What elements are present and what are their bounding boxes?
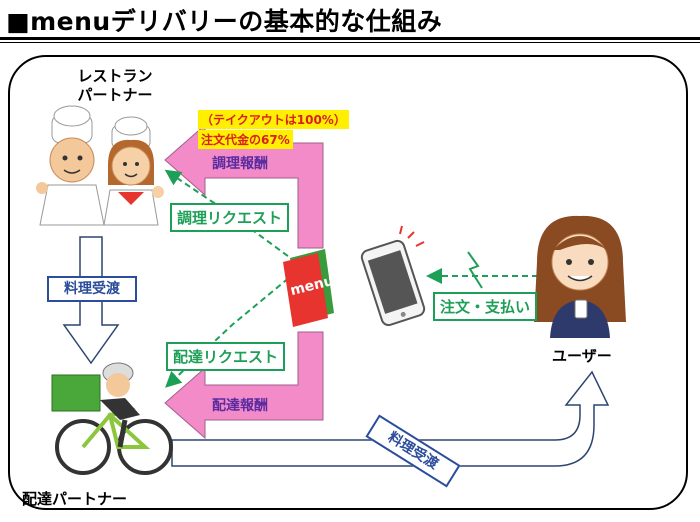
food-handoff-left-box: 料理受渡	[47, 276, 137, 302]
cook-request-line	[164, 169, 297, 263]
chef-illustration	[36, 105, 164, 226]
delivery-reward-arrow	[164, 331, 324, 440]
delivery-cyclist-illustration	[51, 362, 173, 475]
user-label: ユーザー	[552, 347, 612, 365]
delivery-partner-label: 配達パートナー	[22, 490, 128, 508]
menu-book-icon	[283, 249, 334, 327]
title-rule-thick	[0, 37, 700, 40]
delivery-reward-label: 配達報酬	[212, 398, 268, 414]
title-rule-thin	[0, 42, 700, 43]
signal-bolt-icon	[467, 251, 483, 289]
phone-signal-icon	[399, 225, 425, 247]
diagram-frame	[8, 55, 688, 510]
user-illustration	[534, 215, 626, 338]
takeout-note: （テイクアウトは100%）	[198, 110, 349, 129]
order-pay-box: 注文・支払い	[433, 292, 538, 321]
cook-request-box: 調理リクエスト	[170, 203, 290, 232]
smartphone-icon	[360, 239, 426, 327]
delivery-request-box: 配達リクエスト	[166, 342, 286, 371]
cook-reward-label: 調理報酬	[212, 156, 268, 172]
page-title: ■menuデリバリーの基本的な仕組み	[6, 7, 443, 36]
restaurant-partner-label: レストラン パートナー	[77, 67, 153, 104]
order-percentage-note: 注文代金の67%	[198, 130, 293, 149]
food-handoff-up-arrow	[171, 370, 610, 467]
